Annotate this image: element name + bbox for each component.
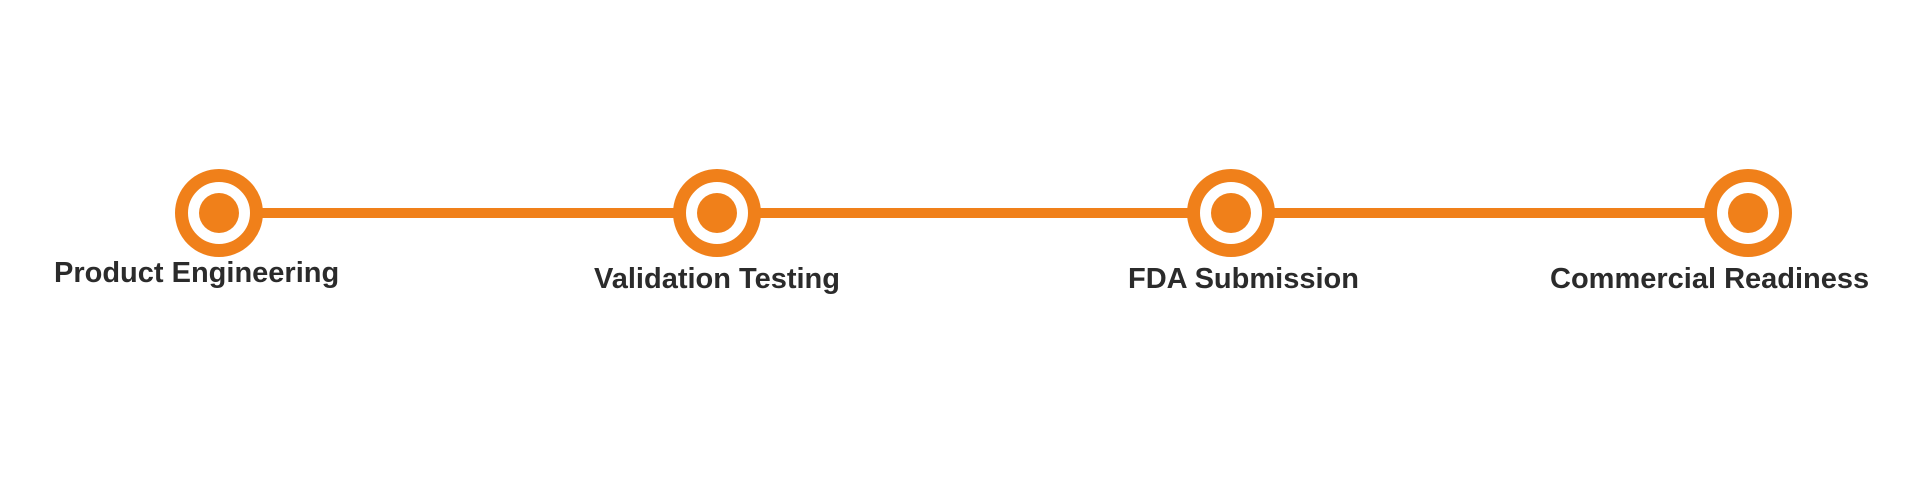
- milestone-marker-validation-testing: [673, 169, 761, 257]
- timeline-connector-line: [219, 208, 1749, 218]
- milestone-dot-icon: [1728, 193, 1768, 233]
- milestone-label-product-engineering: Product Engineering: [54, 257, 340, 289]
- milestone-marker-product-engineering: [175, 169, 263, 257]
- milestone-marker-fda-submission: [1187, 169, 1275, 257]
- milestone-label-fda-submission: FDA Submission: [1128, 263, 1359, 295]
- milestone-dot-icon: [697, 193, 737, 233]
- milestone-marker-commercial-readiness: [1704, 169, 1792, 257]
- milestone-dot-icon: [199, 193, 239, 233]
- milestone-label-validation-testing: Validation Testing: [594, 263, 840, 295]
- milestone-dot-icon: [1211, 193, 1251, 233]
- milestone-label-commercial-readiness: Commercial Readiness: [1550, 263, 1870, 295]
